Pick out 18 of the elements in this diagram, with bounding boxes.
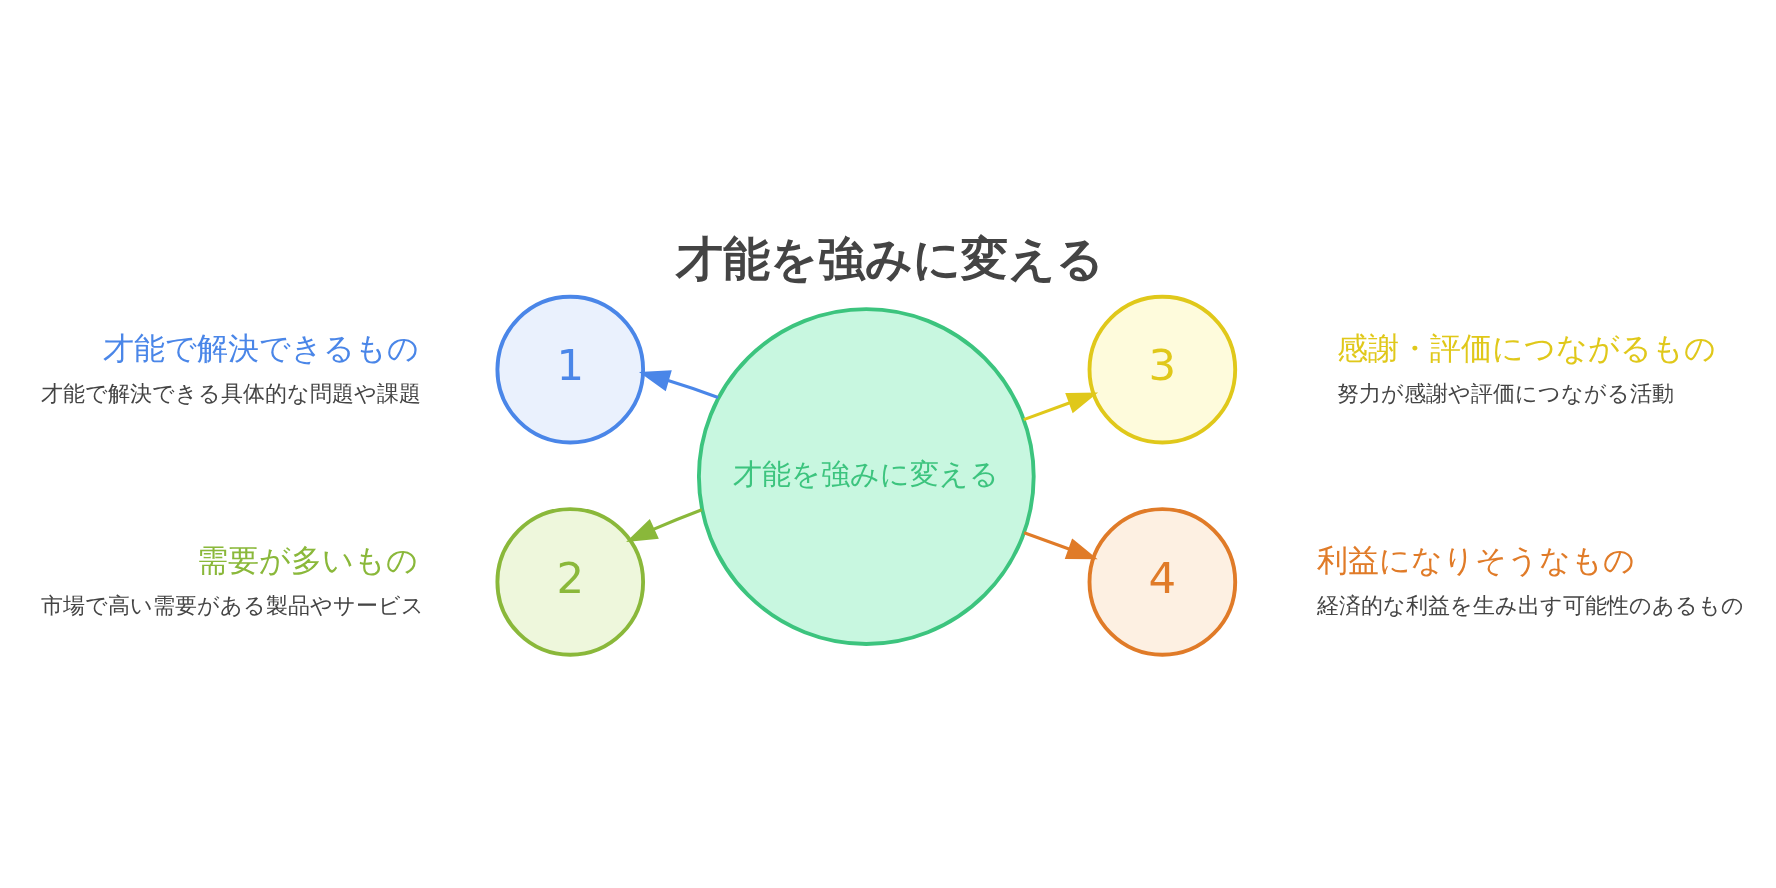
node-circle: 3 <box>1087 294 1238 445</box>
arrow <box>1023 531 1098 560</box>
diagram-title: 才能を強みに変える <box>675 232 1104 287</box>
node-label: 需要が多いもの <box>197 542 419 579</box>
node-circle: 才能を強みに変える <box>696 307 1036 646</box>
node-label: 市場で高い需要がある製品やサービス <box>40 593 424 619</box>
node-label: 才能で解決できる具体的な問題や課題 <box>40 380 421 406</box>
arrow <box>1023 392 1099 422</box>
node-label: 利益になりそうなもの <box>1316 542 1635 579</box>
node-label: 才能で解決できるもの <box>102 329 419 366</box>
node-label: 感謝・評価につながるもの <box>1336 329 1716 366</box>
node-circle: 1 <box>495 294 646 445</box>
node-circle: 2 <box>495 507 646 657</box>
node-label: 経済的な利益を生み出す可能性のあるもの <box>1316 593 1744 619</box>
arrow <box>638 370 719 399</box>
node-label: 努力が感謝や評価につながる活動 <box>1336 380 1674 406</box>
node-circle: 4 <box>1087 507 1238 657</box>
arrow <box>626 508 703 542</box>
